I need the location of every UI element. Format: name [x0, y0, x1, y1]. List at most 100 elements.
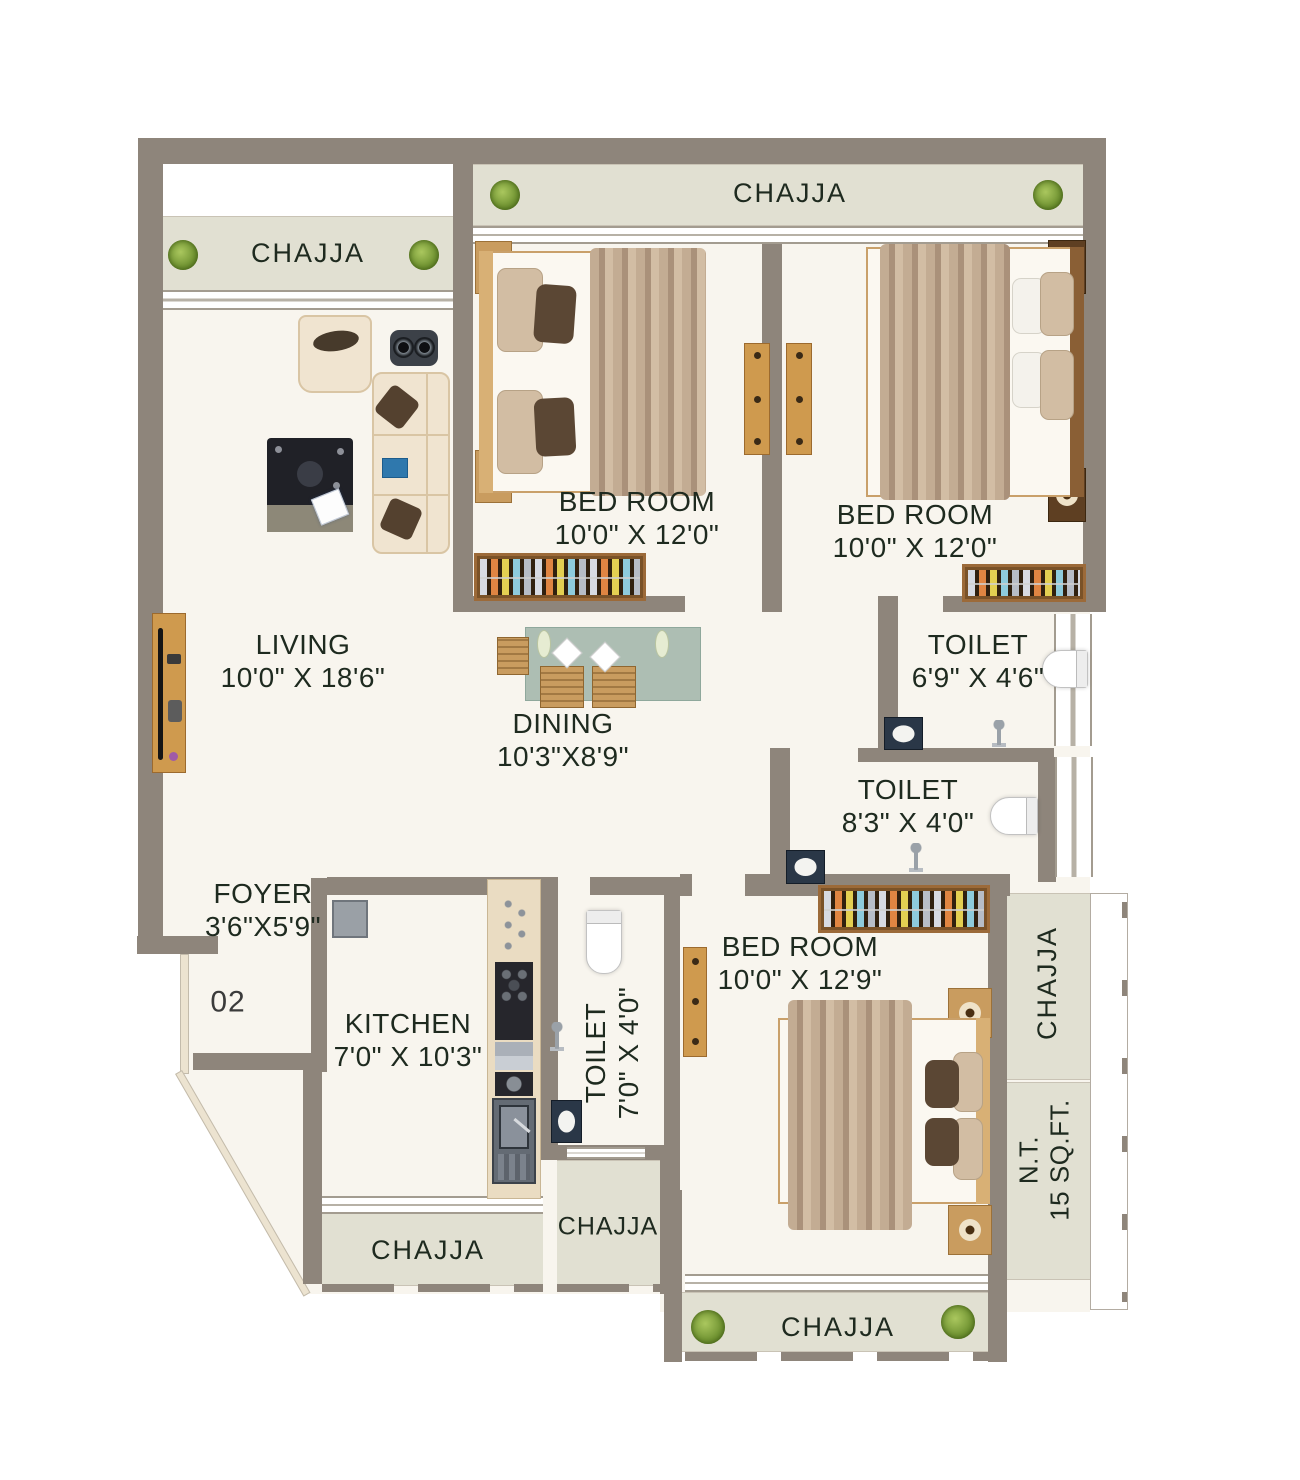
knob	[692, 1038, 699, 1045]
knob	[692, 958, 699, 965]
wall	[311, 878, 327, 1072]
pillow	[1040, 272, 1074, 336]
balcony-top-label: CHAJJA	[733, 178, 847, 210]
room-dims: 10'0" X 18'6"	[220, 662, 386, 693]
pillow	[925, 1118, 959, 1166]
plant-icon	[409, 240, 439, 270]
decor	[168, 700, 182, 722]
armchair	[298, 315, 372, 393]
toilet-wc	[1042, 650, 1088, 688]
decor	[297, 461, 323, 487]
pillow	[533, 283, 577, 345]
door-knob	[754, 438, 761, 445]
balcony-right	[1007, 893, 1090, 1080]
net-terrace-area	[1007, 1082, 1090, 1280]
tv-unit	[152, 613, 186, 773]
decor	[275, 446, 282, 453]
room-name: TOILET	[857, 773, 959, 805]
plant-icon	[168, 240, 198, 270]
nt-line2: 15 SQ.FT.	[1044, 1099, 1074, 1221]
railing	[557, 1284, 660, 1292]
toilet3-label: TOILET 7'0" X 4'0"	[579, 987, 645, 1120]
room-dims: 6'9" X 4'6"	[911, 662, 1045, 693]
book	[382, 458, 408, 478]
balcony-top	[473, 164, 1083, 226]
balcony-label-text: CHAJJA	[370, 1235, 486, 1266]
drainboard	[498, 1154, 530, 1180]
tv-icon	[158, 628, 163, 760]
clothes-icon	[968, 570, 1080, 596]
window	[322, 1196, 543, 1214]
balcony-inner	[557, 1160, 660, 1286]
outside-area	[300, 1294, 660, 1314]
plant-icon	[691, 1310, 725, 1344]
wall	[858, 748, 1054, 762]
toilet2-label: TOILET 8'3" X 4'0"	[842, 773, 975, 839]
room-dims: 7'0" X 10'3"	[333, 1041, 483, 1072]
bedroom3-label: BED ROOM 10'0" X 12'9"	[718, 930, 883, 996]
wall	[878, 612, 898, 748]
cushion	[311, 327, 361, 355]
room-name: BED ROOM	[558, 485, 716, 517]
unit-number-text: 02	[210, 985, 246, 1019]
shower-tap-icon	[986, 720, 1012, 748]
door-knob	[754, 396, 761, 403]
balcony-bottom-label: CHAJJA	[781, 1312, 895, 1344]
balcony-label-text: CHAJJA	[250, 238, 366, 269]
clothes-icon	[480, 559, 640, 595]
room-name: BED ROOM	[721, 930, 879, 962]
room-dims: 10'0" X 12'9"	[717, 964, 883, 995]
dining-chair	[497, 637, 529, 675]
dish	[655, 630, 669, 658]
room-dims: 3'6"X5'9"	[204, 911, 322, 942]
window	[1055, 757, 1093, 877]
speaker-icon	[393, 337, 414, 358]
wardrobe	[474, 553, 646, 601]
room-dims: 10'0" X 12'0"	[832, 532, 998, 563]
bedroom2-label: BED ROOM 10'0" X 12'0"	[833, 498, 998, 564]
dining-chair	[540, 666, 584, 708]
room-name: KITCHEN	[344, 1007, 472, 1039]
plant-icon	[941, 1305, 975, 1339]
decor	[333, 482, 340, 489]
window	[685, 1274, 988, 1292]
wardrobe	[962, 564, 1086, 602]
pillow	[925, 1060, 959, 1108]
shower-tap-icon	[545, 1022, 569, 1052]
plant-icon	[490, 180, 520, 210]
shower-tap-icon	[903, 843, 929, 873]
balcony-top-left-label: CHAJJA	[251, 238, 365, 270]
door-knob	[796, 352, 803, 359]
foyer-label: FOYER 3'6"X5'9"	[205, 877, 321, 943]
hob	[495, 1072, 533, 1096]
wardrobe	[818, 885, 990, 933]
nt-line1: N.T.	[1013, 1135, 1044, 1185]
wall	[138, 164, 163, 938]
wall	[137, 936, 218, 954]
sofa	[372, 372, 450, 554]
net-terrace-label: N.T. 15 SQ.FT.	[1013, 1099, 1074, 1221]
unit-number: 02	[210, 984, 245, 1019]
wall	[138, 138, 1106, 164]
wall	[590, 877, 687, 895]
dresser	[683, 947, 707, 1057]
building-edge	[180, 954, 189, 1074]
wall	[541, 877, 558, 1160]
wall	[878, 596, 898, 612]
door-leaf	[786, 343, 812, 455]
wall	[664, 1190, 682, 1362]
decor	[337, 448, 344, 455]
dining-chair	[592, 666, 636, 708]
balcony-label-text: CHAJJA	[1032, 925, 1063, 1041]
room-dims: 10'0" X 12'0"	[554, 519, 720, 550]
window	[473, 226, 1083, 244]
room-dims: 8'3" X 4'0"	[841, 807, 975, 838]
living-label: LIVING 10'0" X 18'6"	[221, 628, 386, 694]
wall	[193, 1053, 327, 1070]
blanket	[880, 244, 1010, 500]
wall	[303, 1070, 322, 1284]
door-knob	[796, 396, 803, 403]
room-name: DINING	[512, 707, 614, 739]
railing	[685, 1352, 988, 1361]
counter-board	[495, 1056, 533, 1070]
